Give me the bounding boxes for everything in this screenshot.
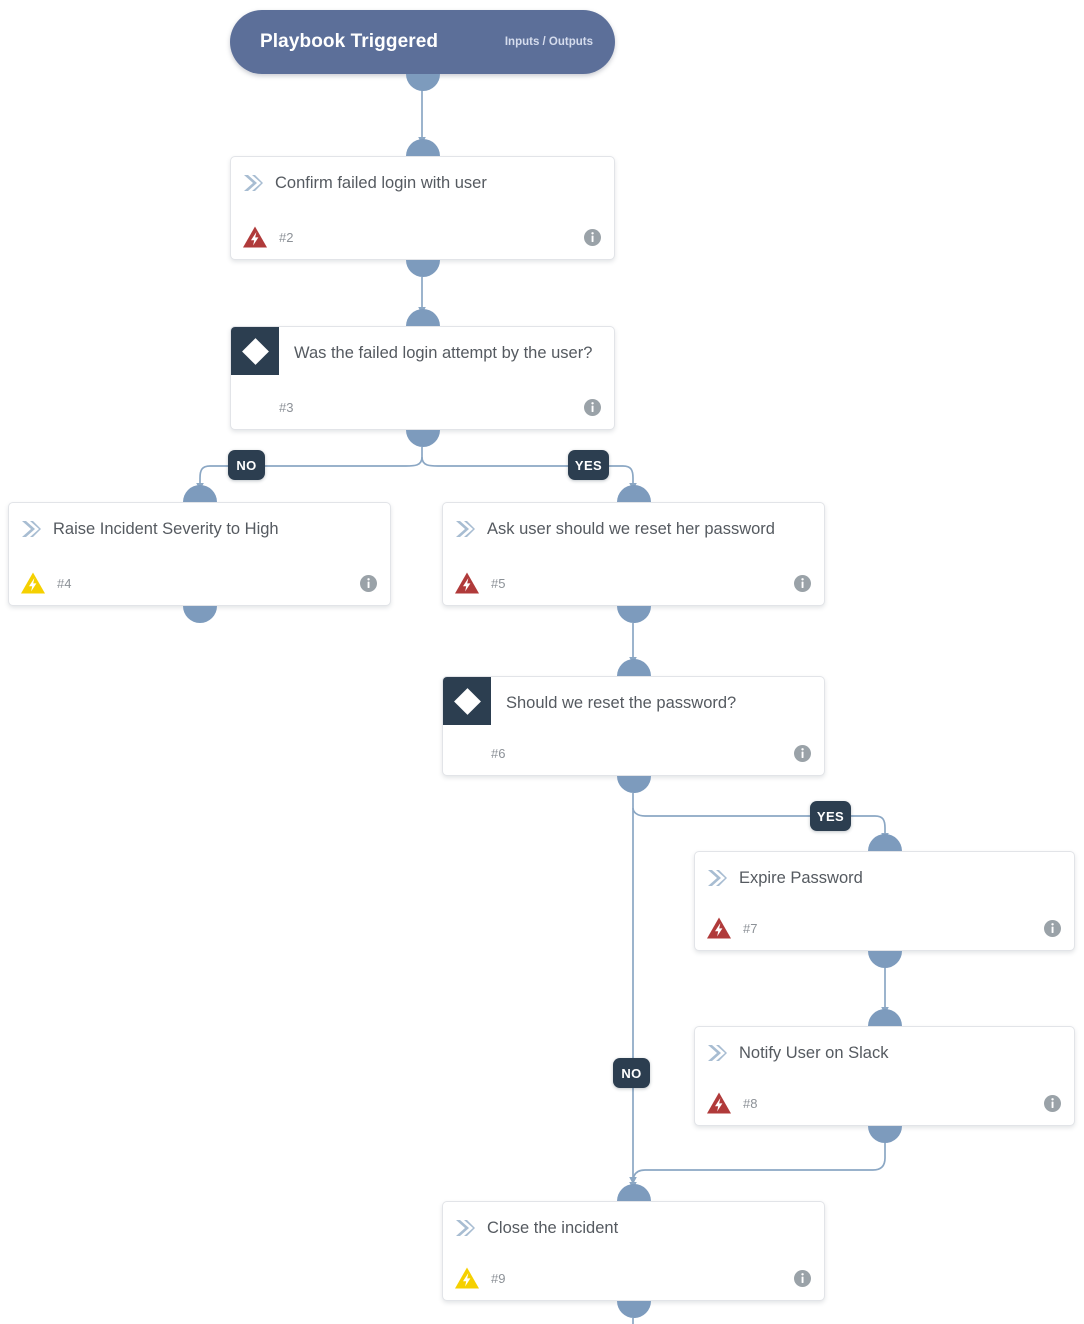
info-circle-icon[interactable] (794, 1269, 811, 1287)
node-title: Notify User on Slack (739, 1044, 889, 1062)
node-port-top[interactable] (867, 834, 902, 851)
node-port-top[interactable] (616, 485, 651, 502)
node-title: Should we reset the password? (506, 694, 737, 712)
chevron-right-icon (231, 157, 275, 193)
node-7-task[interactable]: Expire Password #7 (694, 851, 1075, 951)
branch-badge-yes[interactable]: YES (810, 801, 851, 831)
info-circle-icon[interactable] (584, 398, 601, 416)
node-header: Notify User on Slack (695, 1027, 1074, 1079)
node-9-task[interactable]: Close the incident #9 (442, 1201, 825, 1301)
node-6-condition[interactable]: Should we reset the password? #6 (442, 676, 825, 776)
node-port-bottom[interactable] (616, 1301, 651, 1318)
severity-high-warning-triangle-icon (695, 1091, 743, 1115)
diamond-icon (231, 327, 279, 375)
info-circle-icon[interactable] (1044, 919, 1061, 937)
node-port-top[interactable] (867, 1009, 902, 1026)
node-port-bottom[interactable] (867, 1126, 902, 1143)
node-footer: #6 (443, 731, 824, 775)
node-port-top[interactable] (405, 139, 440, 156)
node-5-task[interactable]: Ask user should we reset her password #5 (442, 502, 825, 606)
node-footer: #2 (231, 215, 614, 259)
node-port-bottom[interactable] (405, 260, 440, 277)
node-footer: #4 (9, 561, 390, 605)
branch-badge-yes[interactable]: YES (568, 450, 609, 480)
node-title: Raise Incident Severity to High (53, 520, 279, 538)
node-title: Close the incident (487, 1219, 619, 1237)
chevron-right-icon (443, 1202, 487, 1238)
node-port-bottom[interactable] (616, 606, 651, 623)
node-header: Expire Password (695, 852, 1074, 904)
trigger-node[interactable]: Playbook Triggered Inputs / Outputs (230, 10, 615, 74)
severity-high-warning-triangle-icon (443, 571, 491, 595)
node-title: Ask user should we reset her password (487, 520, 775, 538)
node-number: #2 (279, 229, 294, 245)
node-port-top[interactable] (616, 1184, 651, 1201)
node-header: Should we reset the password? (443, 677, 824, 729)
node-3-condition[interactable]: Was the failed login attempt by the user… (230, 326, 615, 430)
node-number: #3 (279, 399, 294, 415)
node-4-task[interactable]: Raise Incident Severity to High #4 (8, 502, 391, 606)
node-number: #4 (57, 575, 72, 591)
node-port-top[interactable] (616, 659, 651, 676)
trigger-port-bottom[interactable] (405, 74, 440, 91)
node-2-task[interactable]: Confirm failed login with user #2 (230, 156, 615, 260)
node-number: #9 (491, 1270, 506, 1286)
node-footer: #3 (231, 385, 614, 429)
info-circle-icon[interactable] (584, 228, 601, 246)
node-port-top[interactable] (182, 485, 217, 502)
branch-badge-no[interactable]: NO (613, 1058, 650, 1088)
node-number: #7 (743, 920, 758, 936)
node-header: Confirm failed login with user (231, 157, 614, 209)
node-footer: #8 (695, 1081, 1074, 1125)
node-number: #6 (491, 745, 506, 761)
diamond-icon (443, 677, 491, 725)
trigger-inputs-outputs-label[interactable]: Inputs / Outputs (504, 36, 593, 48)
node-number: #5 (491, 575, 506, 591)
node-8-task[interactable]: Notify User on Slack #8 (694, 1026, 1075, 1126)
info-circle-icon[interactable] (1044, 1094, 1061, 1112)
trigger-title: Playbook Triggered (260, 31, 439, 52)
chevron-right-icon (695, 852, 739, 888)
node-port-bottom[interactable] (182, 606, 217, 623)
node-port-bottom[interactable] (616, 776, 651, 793)
chevron-right-icon (9, 503, 53, 539)
chevron-right-icon (695, 1027, 739, 1063)
node-footer: #9 (443, 1256, 824, 1300)
severity-medium-warning-triangle-icon (9, 571, 57, 595)
node-port-bottom[interactable] (867, 951, 902, 968)
severity-high-warning-triangle-icon (231, 225, 279, 249)
node-footer: #5 (443, 561, 824, 605)
node-header: Ask user should we reset her password (443, 503, 824, 555)
info-circle-icon[interactable] (360, 574, 377, 592)
info-circle-icon[interactable] (794, 744, 811, 762)
edge-n8-n9 (629, 1143, 886, 1185)
info-circle-icon[interactable] (794, 574, 811, 592)
node-title: Expire Password (739, 869, 863, 887)
node-header: Was the failed login attempt by the user… (231, 327, 614, 379)
node-title: Was the failed login attempt by the user… (294, 344, 593, 362)
node-footer: #7 (695, 906, 1074, 950)
severity-medium-warning-triangle-icon (443, 1266, 491, 1290)
branch-badge-no[interactable]: NO (228, 450, 265, 480)
severity-high-warning-triangle-icon (695, 916, 743, 940)
node-title: Confirm failed login with user (275, 174, 487, 192)
node-number: #8 (743, 1095, 758, 1111)
chevron-right-icon (443, 503, 487, 539)
node-port-bottom[interactable] (405, 430, 440, 447)
node-port-top[interactable] (405, 309, 440, 326)
node-header: Raise Incident Severity to High (9, 503, 390, 555)
node-header: Close the incident (443, 1202, 824, 1254)
